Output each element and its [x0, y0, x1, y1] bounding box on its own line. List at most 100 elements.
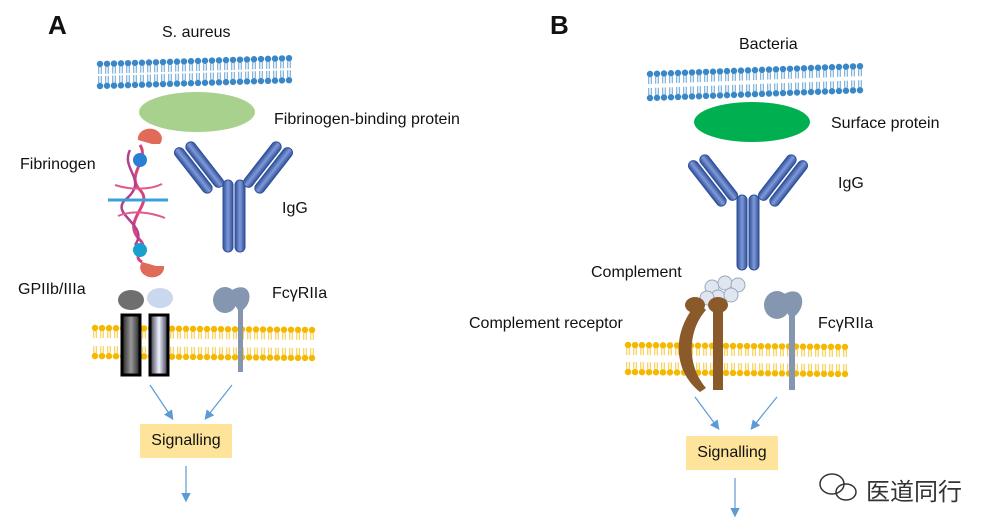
lipid-head [187, 80, 195, 87]
lipid-head [145, 81, 153, 88]
lipid-head [835, 87, 843, 95]
lipid-head [806, 343, 814, 350]
lipid-head [138, 59, 146, 66]
lipid-head [217, 325, 225, 333]
lipid-head [764, 343, 772, 350]
lipid-head [145, 59, 153, 66]
complement-receptor-shape [678, 297, 728, 392]
lipid-head [757, 343, 765, 350]
organism-label-b: Bacteria [739, 36, 798, 53]
lipid-head [252, 354, 260, 361]
lipid-head [140, 353, 148, 360]
lipid-head [652, 342, 660, 349]
lipid-head [638, 341, 646, 349]
lipid-head [701, 342, 709, 349]
lipid-head [779, 65, 787, 73]
lipid-head [827, 370, 835, 378]
lipid-head [716, 68, 724, 75]
lipid-head [666, 369, 674, 376]
lipid-head [271, 77, 279, 84]
igg-label-a: IgG [282, 200, 308, 217]
lipid-head [245, 354, 253, 361]
lipid-head [834, 343, 842, 351]
lipid-head [194, 57, 202, 65]
gpiib-iiia-label: GPIIb/IIIa [18, 281, 86, 298]
bacterial-membrane-b [646, 62, 864, 102]
lipid-head [743, 342, 751, 350]
lipid-head [245, 326, 253, 333]
lipid-head [231, 354, 239, 361]
lipid-head [744, 67, 752, 74]
lipid-head [660, 94, 668, 101]
lipid-head [645, 341, 653, 349]
wechat-icon [819, 473, 857, 501]
lipid-head [814, 88, 822, 95]
signalling-box-b: Signalling [686, 436, 778, 470]
lipid-head [834, 370, 842, 378]
lipid-head [285, 76, 293, 84]
lipid-head [208, 79, 216, 86]
lipid-head [673, 342, 681, 349]
lipid-head [259, 354, 267, 361]
lipid-head [117, 82, 125, 89]
lipid-head [688, 93, 696, 100]
lipid-head [175, 325, 183, 332]
lipid-head [217, 353, 225, 361]
lipid-head [203, 353, 211, 361]
lipid-head [98, 324, 106, 332]
lipid-head [765, 90, 773, 97]
lipid-head [737, 67, 745, 74]
lipid-head [821, 64, 829, 71]
lipid-head [189, 325, 197, 333]
lipid-head [842, 63, 850, 70]
lipid-head [159, 58, 167, 66]
lipid-head [653, 70, 661, 77]
lipid-head [772, 66, 780, 73]
lipid-head [660, 70, 668, 77]
lipid-head [294, 326, 302, 334]
lipid-head [653, 94, 661, 101]
lipid-head [820, 343, 828, 351]
lipid-head [287, 354, 295, 361]
lipid-head [271, 55, 279, 62]
lipid-head [723, 91, 731, 99]
lipid-head [236, 56, 244, 63]
lipid-head [702, 92, 710, 100]
lipid-head [266, 354, 274, 361]
lipid-head [674, 93, 682, 101]
lipid-head [856, 62, 864, 70]
lipid-head [187, 58, 195, 65]
lipid-head [215, 57, 223, 64]
lipid-head [117, 60, 125, 67]
lipid-head [841, 370, 849, 378]
lipid-head [772, 90, 780, 97]
lipid-head [280, 354, 288, 361]
lipid-head [138, 81, 146, 88]
lipid-head [91, 352, 99, 360]
lipid-head [182, 353, 190, 361]
lipid-head [807, 64, 815, 72]
lipid-head [667, 70, 675, 77]
lipid-head [723, 67, 731, 75]
lipid-head [659, 342, 667, 349]
lipid-head [842, 87, 850, 94]
lipid-head [751, 66, 759, 74]
lipid-head [786, 65, 794, 72]
lipid-head [140, 325, 148, 332]
lipid-head [182, 325, 190, 333]
lipid-head [624, 368, 632, 376]
gpiib-iiia-shape [118, 288, 173, 377]
lipid-head [98, 352, 106, 360]
lipid-head [701, 369, 709, 376]
lipid-head [105, 324, 113, 332]
lipid-head [131, 59, 139, 67]
lipid-head [194, 79, 202, 87]
lipid-head [821, 88, 829, 95]
lipid-head [257, 55, 265, 63]
lipid-head [814, 64, 822, 71]
lipid-head [196, 325, 204, 333]
fibrinogen-molecule [108, 128, 168, 278]
lipid-head [771, 370, 779, 377]
lipid-head [736, 369, 744, 377]
lipid-head [152, 81, 160, 88]
